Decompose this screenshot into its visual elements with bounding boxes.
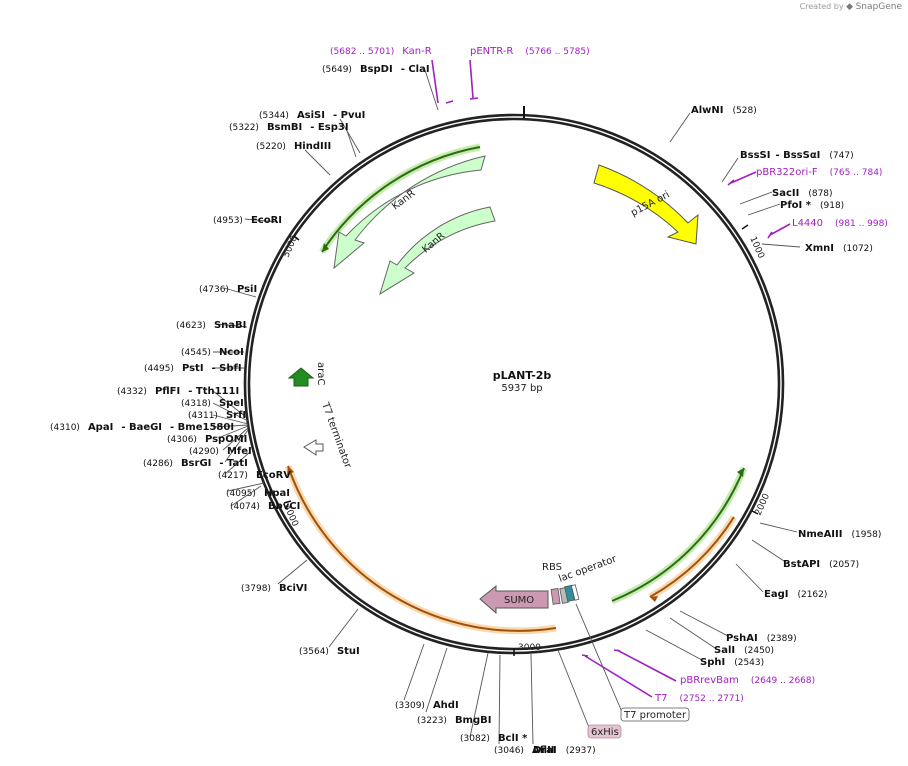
feature-p15a-ori[interactable] bbox=[593, 164, 699, 245]
label-rbs: RBS bbox=[542, 562, 562, 573]
site-label-apai[interactable]: (4310)ApaI- BaeGI- Bme1580I bbox=[50, 422, 234, 433]
site-label-stui[interactable]: (3564)StuI bbox=[299, 646, 360, 657]
feature-kanr-1-label: KanR bbox=[390, 188, 417, 212]
t7-promoter-leader bbox=[575, 603, 623, 713]
feature-t7-promoter-block[interactable] bbox=[570, 584, 580, 601]
feature-t7-terminator[interactable] bbox=[303, 439, 324, 456]
site-label-bmgbi[interactable]: (3223)BmgBI bbox=[417, 715, 491, 726]
site-label-hpai[interactable]: (4095)HpaI bbox=[226, 488, 290, 499]
his-tag-label: 6xHis bbox=[591, 727, 619, 738]
feature-arac[interactable] bbox=[287, 367, 315, 387]
ruler-3000: 3000 bbox=[518, 643, 541, 653]
credit-created-by: Created by bbox=[799, 2, 844, 11]
site-label-hindiii[interactable]: (5220)HindIII bbox=[256, 141, 331, 152]
site-label-bstapi[interactable]: BstAPI(2057) bbox=[783, 559, 859, 570]
label-lac-operator: lac operator bbox=[557, 553, 619, 584]
feature-6xhis-block[interactable] bbox=[550, 588, 561, 605]
site-label-drai[interactable]: DraI(2937) bbox=[533, 745, 596, 756]
site-label-alwni[interactable]: AlwNI(528) bbox=[691, 105, 757, 116]
primer-label-kan-r[interactable]: (5682 .. 5701)Kan-R bbox=[330, 46, 432, 57]
site-leader-lines bbox=[212, 69, 801, 745]
credit-text: Created by ◆ SnapGene bbox=[800, 2, 902, 12]
site-label-ahdi[interactable]: (3309)AhdI bbox=[395, 700, 459, 711]
site-label-ecori[interactable]: (4953)EcoRI bbox=[213, 215, 282, 226]
site-label-bcli-[interactable]: (3082)BclI * bbox=[460, 733, 528, 744]
site-label-asisi[interactable]: (5344)AsiSI- PvuI bbox=[259, 110, 365, 121]
snapgene-logo-icon: ◆ bbox=[846, 2, 854, 12]
feature-kanr-1[interactable] bbox=[333, 155, 486, 270]
site-label-pshai[interactable]: PshAI(2389) bbox=[726, 633, 797, 644]
primer-label-t7[interactable]: T7(2752 .. 2771) bbox=[654, 693, 744, 704]
t7-promoter-box bbox=[620, 707, 690, 722]
site-label-ncoi[interactable]: (4545)NcoI bbox=[181, 347, 244, 358]
feature-t7-terminator-label: T7 terminator bbox=[319, 400, 354, 470]
site-label-sali[interactable]: SalI(2450) bbox=[714, 645, 774, 656]
site-label-bcivi[interactable]: (3798)BciVI bbox=[241, 583, 307, 594]
site-label-xmni[interactable]: XmnI(1072) bbox=[805, 243, 873, 254]
site-label-bsrgi[interactable]: (4286)BsrGI- TatI bbox=[143, 458, 248, 469]
feature-kanr-2[interactable] bbox=[379, 206, 496, 296]
site-label-ecorv[interactable]: (4217)EcoRV bbox=[218, 470, 291, 481]
site-label-mfei[interactable]: (4290)MfeI bbox=[189, 446, 252, 457]
site-label-snabi[interactable]: (4623)SnaBI bbox=[176, 320, 246, 331]
site-label-sacii[interactable]: SacII(878) bbox=[772, 188, 833, 199]
site-label-nmeaiii[interactable]: NmeAIII(1958) bbox=[798, 529, 881, 540]
primer-label-l4440[interactable]: L4440(981 .. 998) bbox=[792, 218, 888, 229]
site-label-bbvci[interactable]: (4074)BbvCI bbox=[230, 501, 300, 512]
site-label-eagi[interactable]: EagI(2162) bbox=[764, 589, 827, 600]
site-label-aflii[interactable]: (3046)AflII bbox=[494, 745, 555, 756]
t7-promoter-label: T7 promoter bbox=[623, 710, 687, 721]
site-label-spei[interactable]: (4318)SpeI bbox=[181, 398, 244, 409]
orf-right-orange-line bbox=[649, 516, 735, 598]
site-label-pflfi[interactable]: (4332)PflFI- Tth111I bbox=[117, 386, 239, 397]
feature-arac-label: araC bbox=[315, 362, 326, 385]
site-label-pfoi-[interactable]: PfoI *(918) bbox=[780, 200, 844, 211]
his-tag-box bbox=[587, 724, 622, 739]
site-label-psii[interactable]: (4736)PsiI bbox=[199, 284, 257, 295]
site-label-pspomi[interactable]: (4306)PspOMI bbox=[167, 434, 247, 445]
plasmid-size: 5937 bp bbox=[501, 383, 542, 394]
site-labels: AlwNI(528) BssSI- BssSαI(747) SacII(878)Pf… bbox=[50, 64, 881, 756]
site-label-bsmbi[interactable]: (5322)BsmBI- Esp3I bbox=[229, 122, 349, 133]
primer-label-pbrrevbam[interactable]: pBRrevBam(2649 .. 2668) bbox=[680, 675, 815, 686]
primer-markers bbox=[431, 59, 791, 698]
site-label-bsssi[interactable]: BssSI- BssSαI(747) bbox=[740, 150, 854, 161]
primer-label-pbr322ori-f[interactable]: pBR322ori-F(765 .. 784) bbox=[756, 167, 882, 178]
primer-labels: (5682 .. 5701)Kan-R pENTR-R(5766 .. 5785)… bbox=[330, 46, 888, 704]
orf-right-line bbox=[611, 467, 745, 602]
plasmid-name: pLANT-2b bbox=[493, 369, 552, 382]
feature-sumo-label: SUMO bbox=[504, 595, 534, 606]
primer-label-pentr-r[interactable]: pENTR-R(5766 .. 5785) bbox=[470, 46, 590, 57]
feature-sumo[interactable] bbox=[479, 584, 549, 615]
site-label-psti[interactable]: (4495)PstI- SbfI bbox=[144, 363, 242, 374]
site-label-bspdi[interactable]: (5649)BspDI- ClaI bbox=[322, 64, 430, 75]
site-label-sphi[interactable]: SphI(2543) bbox=[700, 657, 764, 668]
orf-left-orange-line bbox=[287, 465, 557, 632]
credit-brand: SnapGene bbox=[855, 2, 902, 12]
site-label-srfi[interactable]: (4311)SrfI bbox=[188, 410, 246, 421]
orf-kanr-line bbox=[321, 146, 481, 253]
